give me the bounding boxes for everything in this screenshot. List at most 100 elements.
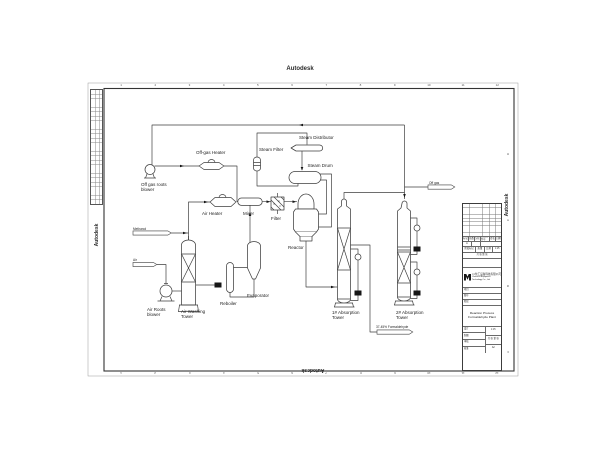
stream-banners [132,184,456,335]
label-air-blower: Air Roots blower [147,307,166,318]
label-absorption-tower-2: 2# Absorption Tower [396,310,424,321]
zone-number-top: 9 [393,82,396,87]
mass-label: 质量 [476,247,485,252]
absorption-tower-2-symbol [394,200,415,306]
label-reboiler: Reboiler [220,301,237,306]
revision-strip [89,89,103,205]
company-name-en2: Technology Co., Ltd. [472,278,491,281]
sheets-note-row: 共 张 第 张 [463,253,501,259]
sheets-cell: 共 张 第 张 [485,336,501,345]
zone-number-top: 12 [495,82,499,87]
methanol-feed-arrow [132,230,172,236]
off-gas-roots-blower-symbol [144,164,156,179]
stage-label: 阶段标记 [463,247,477,252]
revision-mark-row: A [463,242,501,247]
flow-arrowheads [180,123,406,289]
air-roots-blower-symbol [157,283,175,302]
sign-row-design: 设计 [463,327,485,334]
scale-label: 比例 [485,247,494,252]
label-off-gas-outlet: Off gas [429,180,440,185]
size-cell: A2 [491,347,495,350]
rev-empty-2 [481,242,501,246]
filter-symbol [270,193,285,214]
sign-row-draw: 制图 [463,333,485,340]
tower2-upper-pump-symbol [413,224,421,232]
label-off-gas-blower: Off gas roots blower [141,182,167,193]
tower2-lower-pump-symbol [413,268,421,276]
label-steam-filter: Steam Filter [259,147,284,152]
zone-number-top: 5 [257,82,259,87]
steam-distributor-symbol [290,144,323,152]
label-mixer: Mixer [243,211,254,216]
zone-number-top: 4 [222,82,225,87]
rev-col-zone: 分区 [475,237,481,241]
off-gas-outlet-arrow [427,184,456,190]
label-methanol-feed: Methanol [133,226,147,231]
zone-number-top: 6 [291,82,293,87]
signature-table: 设计 制图 审核 批准 1:15 共 张 第 张 A2 [463,326,501,353]
label-absorption-tower-1: 1# Absorption Tower [332,310,360,321]
label-steam-drum: Steam Drum [307,162,333,168]
rev-col-count: 处数 [469,237,475,241]
revision-header-row: 标记 处数 分区 更改文件号 签名 日期 [463,237,501,242]
label-evaporator: Evaporator [247,293,270,298]
rev-col-sign: 签名 [490,237,496,241]
off-gas-heater-symbol [198,159,225,170]
rev-col-mark: 标记 [463,237,469,241]
sign-row-approve: 批准 [464,348,469,351]
cooler-blocks [214,246,421,296]
zone-number-top: 1 [120,82,122,87]
air-washing-tower-symbol [178,236,200,312]
air-feed-arrow [132,262,158,267]
tower1-cooler [354,290,362,296]
zone-number-top: 7 [325,82,328,87]
drawing-title-box: Reaction Process Formaldehyde Plant [463,306,501,327]
label-reactor: Reactor [288,245,304,250]
zone-number-top: 10 [427,82,431,87]
reboiler-symbol [226,262,255,298]
rev-col-date: 日期 [496,237,501,240]
label-filter: Filter [271,216,281,221]
mixer-symbol [237,197,263,206]
sheet-border [87,82,519,377]
label-steam-distributor: Steam Distributor [299,134,334,140]
label-washing-tower: Air Washing Tower [181,309,206,320]
formaldehyde-outlet-arrow [376,329,414,335]
company-logo-icon [464,273,471,281]
zone-number-top: 11 [461,82,465,87]
air-heater-symbol [209,194,237,207]
label-formaldehyde-product: 37-45% Formaldehyde [376,325,409,329]
tower2-lower-cooler [413,290,421,296]
zone-number-top: 8 [359,82,362,87]
company-name-en1: Chemical Equipment [472,276,491,279]
field-row-2: 图号 [463,294,501,300]
brand-logo-top: Autodesk [286,66,314,72]
stage-row: 阶段标记 质量 比例 1:15 [463,247,501,253]
label-off-gas-heater: Off-gas Heater [196,150,226,155]
zone-number-top: 3 [188,82,191,87]
washing-tower-cooler [214,282,222,288]
drawing-title-line2: Formaldehyde Plant [468,314,496,319]
tower1-pump-symbol [354,253,362,261]
steam-filter-symbol [253,156,261,172]
absorption-tower-1-symbol [334,198,355,308]
tower2-upper-cooler [413,246,421,252]
title-block: 标记 处数 分区 更改文件号 签名 日期 A 阶段标记 质量 比例 1:15 共… [462,203,502,371]
revision-table [463,204,501,237]
rev-mark-cell: A [463,242,472,246]
rev-empty-1 [472,242,481,246]
evaporator-symbol [247,241,261,284]
company-name-cn: ××化工设备科技有限公司 [472,272,501,276]
steam-drum-symbol [288,171,322,184]
scale-cell: 1:15 [485,327,501,336]
label-air-heater: Air Heater [202,211,223,216]
company-row: ××化工设备科技有限公司 Chemical Equipment Technolo… [463,268,501,288]
field-row-1: 项目 [463,288,501,294]
scale-value: 1:15 [494,248,500,251]
zone-number-top: 2 [154,82,157,87]
field-row-3: 阶段 [463,300,501,306]
sign-row-check: 审核 [463,340,485,347]
reactor-symbol [293,193,319,242]
